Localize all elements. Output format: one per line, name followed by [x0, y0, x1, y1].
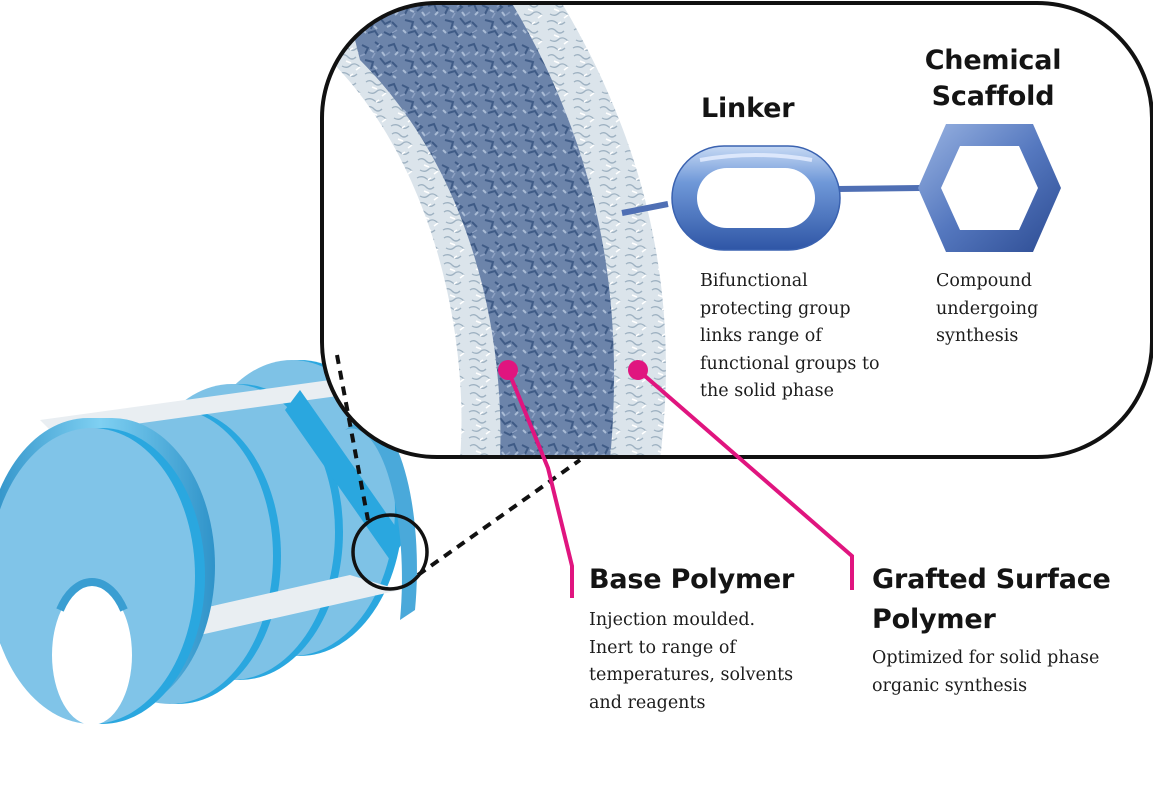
leader-grafted-surface [628, 360, 854, 590]
polymer-cross-section [330, 3, 666, 457]
crown-support-device [0, 360, 417, 725]
zoom-guide-lines [335, 354, 582, 577]
connector-bonds [621, 185, 921, 216]
magnifier-circle-icon [351, 513, 429, 591]
scaffold-description: Compound undergoing synthesis [936, 271, 1039, 346]
base-polymer-title: Base Polymer [589, 564, 795, 595]
crown-disc-front [0, 418, 215, 725]
crown-disc-right [345, 418, 417, 620]
linker-ring-icon [671, 145, 841, 251]
linker-description: Bifunctional protecting group links rang… [700, 271, 880, 401]
base-polymer-band [345, 3, 615, 457]
base-polymer-description: Injection moulded. Inert to range of tem… [589, 610, 794, 713]
leader-base-polymer [498, 360, 574, 598]
grafted-surface-title: Grafted Surface Polymer [872, 564, 1111, 635]
hexagon-scaffold-icon [918, 124, 1061, 252]
scaffold-title: Chemical Scaffold [924, 45, 1062, 112]
grafted-surface-description: Optimized for solid phase organic synthe… [872, 648, 1100, 696]
linker-title: Linker [701, 93, 795, 124]
